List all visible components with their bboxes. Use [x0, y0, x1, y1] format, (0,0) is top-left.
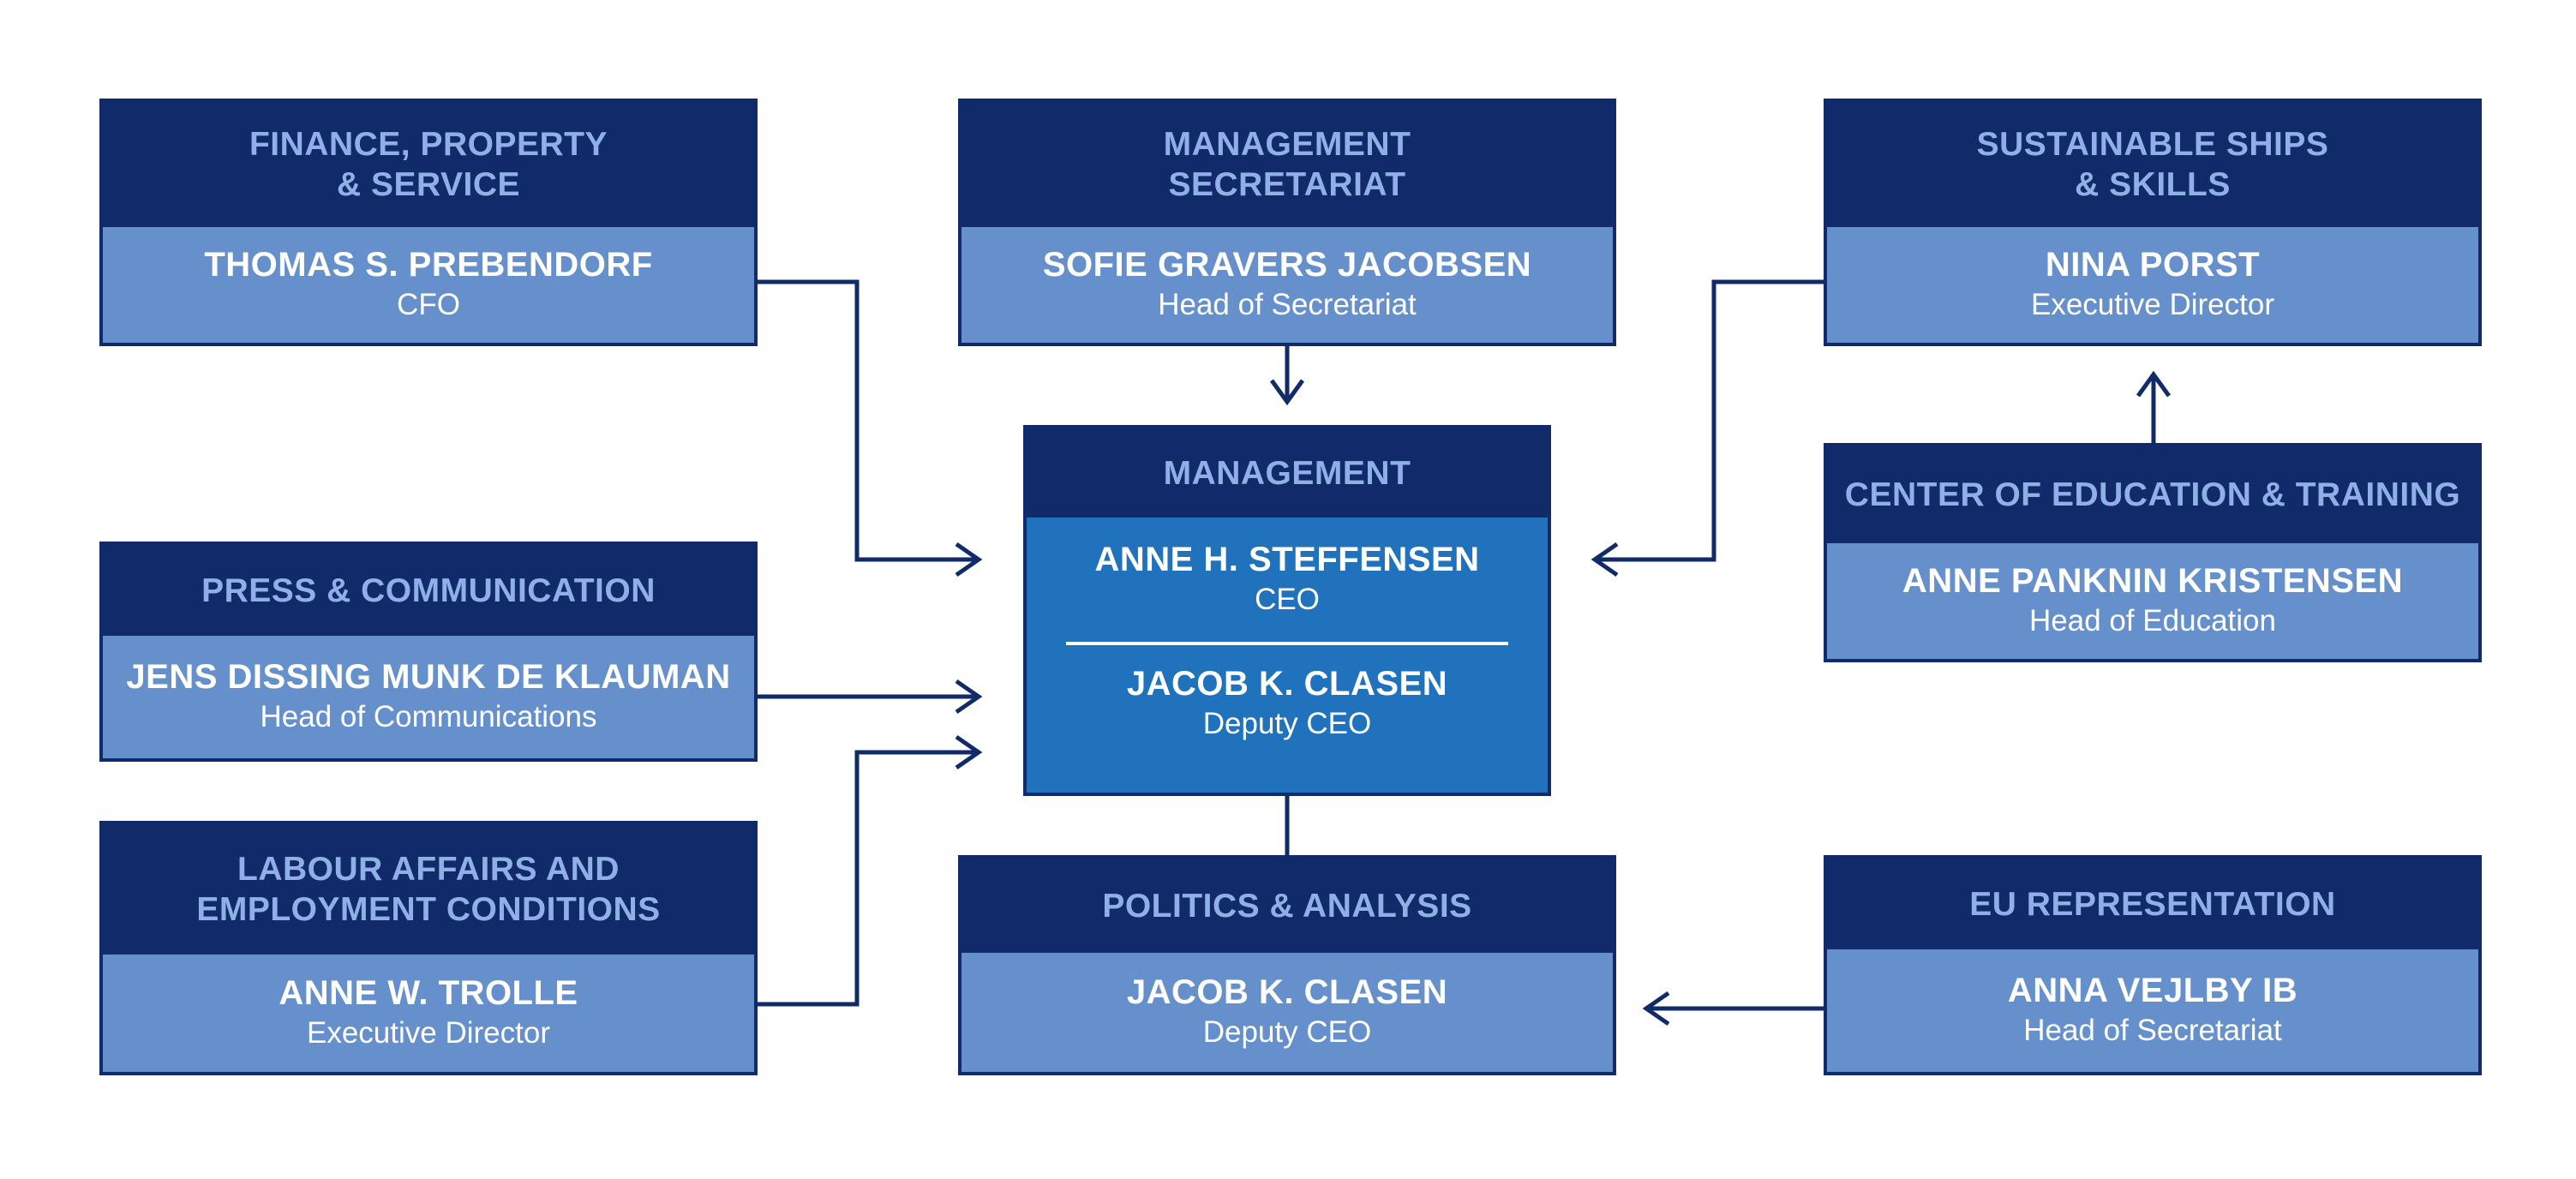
unit-title-line2: & SERVICE [336, 166, 520, 203]
person-role: Head of Secretariat [2023, 1014, 2282, 1047]
unit-body: NINA PORST Executive Director [1827, 227, 2478, 343]
unit-press-communication: PRESS & COMMUNICATION JENS DISSING MUNK … [99, 542, 758, 762]
unit-title: MANAGEMENT [1163, 454, 1411, 492]
divider [1066, 642, 1508, 645]
unit-title-line1: SUSTAINABLE SHIPS [1976, 126, 2329, 163]
unit-title: CENTER OF EDUCATION & TRAINING [1844, 476, 2461, 513]
person-name: JACOB K. CLASEN [1126, 973, 1448, 1011]
unit-sustainable-ships-skills: SUSTAINABLE SHIPS & SKILLS NINA PORST Ex… [1824, 99, 2482, 346]
connector-labour-to-management [754, 750, 977, 1007]
arrowhead-education [2136, 370, 2172, 398]
person-role: Head of Education [2029, 604, 2276, 637]
arrowhead-ships [1591, 542, 1619, 578]
unit-title: PRESS & COMMUNICATION [201, 572, 656, 609]
deputy-ceo: JACOB K. CLASEN Deputy CEO [1127, 664, 1447, 744]
unit-body: ANNE PANKNIN KRISTENSEN Head of Educatio… [1827, 543, 2478, 659]
unit-title: EU REPRESENTATION [1969, 885, 2336, 923]
unit-header: LABOUR AFFAIRS AND EMPLOYMENT CONDITIONS [103, 824, 754, 955]
unit-title-line2: & SKILLS [2075, 166, 2231, 203]
unit-eu-representation: EU REPRESENTATION ANNA VEJLBY IB Head of… [1824, 855, 2482, 1075]
person-name: JACOB K. CLASEN [1126, 665, 1448, 703]
person-role: Executive Director [307, 1016, 550, 1050]
unit-title-line2: EMPLOYMENT CONDITIONS [196, 891, 661, 928]
unit-management: MANAGEMENT ANNE H. STEFFENSEN CEO JACOB … [1023, 425, 1551, 796]
person-role: Deputy CEO [1202, 1015, 1372, 1049]
unit-title: POLITICS & ANALYSIS [1102, 887, 1472, 925]
unit-finance-property-service: FINANCE, PROPERTY & SERVICE THOMAS S. PR… [99, 99, 758, 346]
person-name: ANNE H. STEFFENSEN [1094, 541, 1480, 578]
arrowhead-finance [955, 542, 983, 578]
person-name: ANNE PANKNIN KRISTENSEN [1902, 562, 2404, 600]
arrowhead-labour [955, 734, 983, 770]
unit-title-line1: FINANCE, PROPERTY [249, 126, 608, 163]
person-role: Executive Director [2031, 288, 2274, 321]
person-name: JENS DISSING MUNK DE KLAUMAN [126, 658, 731, 696]
person-role: Deputy CEO [1202, 707, 1372, 740]
unit-body: JACOB K. CLASEN Deputy CEO [962, 953, 1613, 1072]
person-role: Head of Communications [260, 700, 597, 733]
arrowhead-press [955, 679, 983, 715]
unit-title-line1: LABOUR AFFAIRS AND [237, 851, 620, 888]
person-role: Head of Secretariat [1158, 288, 1417, 321]
unit-body: THOMAS S. PREBENDORF CFO [103, 227, 754, 343]
unit-labour-affairs-employment-conditions: LABOUR AFFAIRS AND EMPLOYMENT CONDITIONS… [99, 821, 758, 1075]
unit-body: SOFIE GRAVERS JACOBSEN Head of Secretari… [962, 227, 1613, 343]
unit-body: ANNE W. TROLLE Executive Director [103, 955, 754, 1072]
arrowhead-secretariat [1269, 379, 1305, 406]
unit-header: SUSTAINABLE SHIPS & SKILLS [1827, 102, 2478, 227]
unit-header: POLITICS & ANALYSIS [962, 859, 1613, 953]
ceo: ANNE H. STEFFENSEN CEO [1094, 540, 1479, 619]
person-name: THOMAS S. PREBENDORF [204, 246, 653, 284]
unit-politics-analysis: POLITICS & ANALYSIS JACOB K. CLASEN Depu… [958, 855, 1616, 1075]
person-name: ANNE W. TROLLE [279, 974, 578, 1012]
connector-ships-to-management [1597, 279, 1825, 562]
unit-header: FINANCE, PROPERTY & SERVICE [103, 102, 754, 227]
unit-management-secretariat: MANAGEMENT SECRETARIAT SOFIE GRAVERS JAC… [958, 99, 1616, 346]
person-role: CEO [1255, 583, 1320, 616]
unit-title-line1: MANAGEMENT [1163, 126, 1411, 163]
unit-title-line2: SECRETARIAT [1168, 166, 1406, 203]
connector-finance-to-management [754, 279, 977, 562]
person-role: CFO [397, 288, 460, 321]
arrowhead-eu [1642, 990, 1670, 1026]
unit-header: EU REPRESENTATION [1827, 859, 2478, 949]
person-name: NINA PORST [2045, 246, 2261, 284]
unit-body: ANNA VEJLBY IB Head of Secretariat [1827, 949, 2478, 1072]
unit-header: CENTER OF EDUCATION & TRAINING [1827, 446, 2478, 543]
unit-header: MANAGEMENT [1027, 428, 1548, 518]
unit-body: ANNE H. STEFFENSEN CEO JACOB K. CLASEN D… [1027, 518, 1548, 793]
unit-header: PRESS & COMMUNICATION [103, 545, 754, 636]
unit-header: MANAGEMENT SECRETARIAT [962, 102, 1613, 227]
person-name: ANNA VEJLBY IB [2007, 972, 2298, 1009]
person-name: SOFIE GRAVERS JACOBSEN [1042, 246, 1532, 284]
unit-body: JENS DISSING MUNK DE KLAUMAN Head of Com… [103, 636, 754, 758]
unit-center-of-education-training: CENTER OF EDUCATION & TRAINING ANNE PANK… [1824, 443, 2482, 662]
